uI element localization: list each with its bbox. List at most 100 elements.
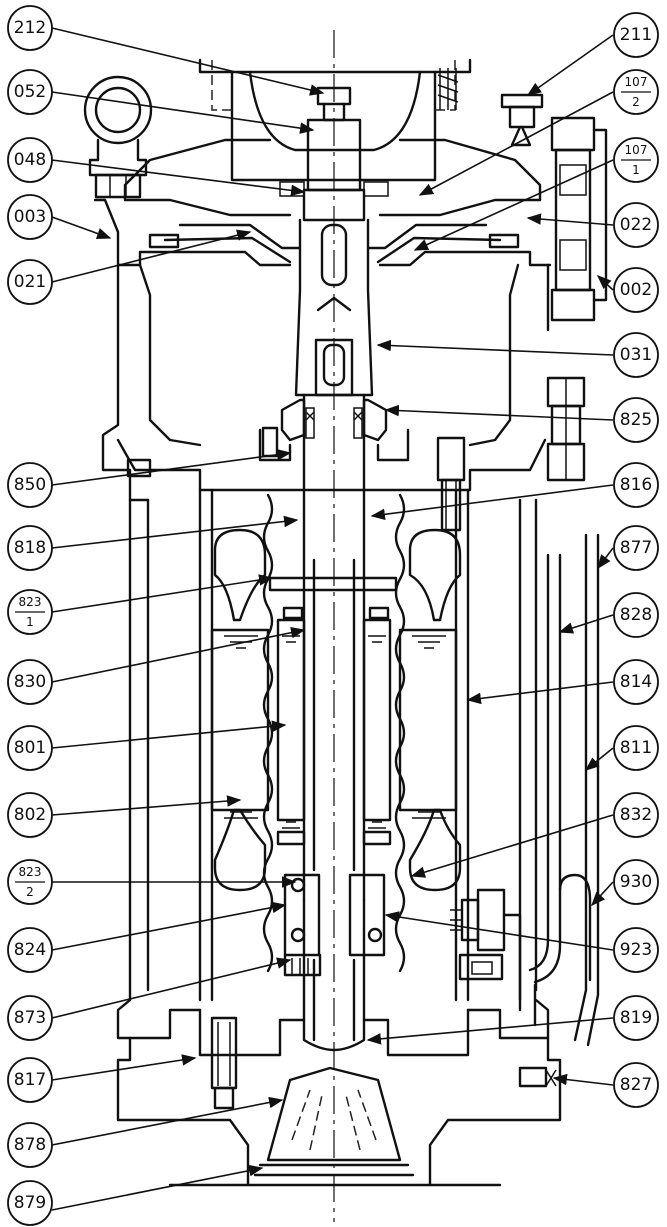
leader-828 bbox=[558, 614, 614, 634]
callout-823-1-numerator: 823 bbox=[19, 595, 42, 609]
leader-212 bbox=[51, 27, 325, 96]
leader-930 bbox=[591, 881, 614, 907]
callout-802: 802 bbox=[7, 792, 53, 838]
callout-828-label: 828 bbox=[620, 605, 652, 625]
stator-windings bbox=[210, 528, 462, 892]
callout-850-label: 850 bbox=[14, 475, 46, 495]
leader-878 bbox=[51, 1096, 284, 1146]
callout-816-label: 816 bbox=[620, 475, 652, 495]
callout-814: 814 bbox=[613, 659, 659, 705]
callout-811-label: 811 bbox=[620, 738, 652, 758]
callout-850: 850 bbox=[7, 462, 53, 508]
leader-lines bbox=[51, 27, 614, 1211]
callout-827: 827 bbox=[613, 1062, 659, 1108]
callout-021: 021 bbox=[7, 259, 53, 305]
cable-tube bbox=[528, 533, 600, 1047]
callout-211-label: 211 bbox=[620, 25, 652, 45]
leader-107-1 bbox=[413, 159, 614, 251]
callout-825-label: 825 bbox=[620, 410, 652, 430]
leader-814 bbox=[466, 681, 614, 705]
callout-811: 811 bbox=[613, 725, 659, 771]
leader-832 bbox=[410, 814, 614, 878]
callout-031: 031 bbox=[613, 332, 659, 378]
leader-817 bbox=[51, 1054, 197, 1081]
motor-casing bbox=[93, 138, 552, 502]
callout-107-2-numerator: 107 bbox=[625, 75, 648, 89]
callout-819-label: 819 bbox=[620, 1008, 652, 1028]
leader-816 bbox=[370, 484, 614, 521]
callout-107-1-numerator: 107 bbox=[625, 143, 648, 157]
callout-022-label: 022 bbox=[620, 215, 652, 235]
callout-830-label: 830 bbox=[14, 672, 46, 692]
callout-819: 819 bbox=[613, 995, 659, 1041]
callout-002-label: 002 bbox=[620, 280, 652, 300]
leader-825 bbox=[384, 404, 614, 421]
callout-814-label: 814 bbox=[620, 672, 652, 692]
callout-212: 212 bbox=[7, 5, 53, 51]
callout-873: 873 bbox=[7, 995, 53, 1041]
callout-824: 824 bbox=[7, 927, 53, 973]
base-housing bbox=[116, 998, 562, 1187]
callout-816: 816 bbox=[613, 462, 659, 508]
callout-107-1: 107 1 bbox=[613, 137, 659, 183]
leader-824 bbox=[51, 901, 287, 951]
callout-823-2-denominator: 2 bbox=[26, 885, 34, 899]
right-flange-bolts bbox=[500, 93, 608, 482]
callout-878: 878 bbox=[7, 1122, 53, 1168]
callout-003-label: 003 bbox=[14, 207, 46, 227]
lifting-eye-bolt bbox=[83, 75, 153, 199]
callout-823-1: 823 1 bbox=[7, 589, 53, 635]
callout-802-label: 802 bbox=[14, 805, 46, 825]
callout-002: 002 bbox=[613, 267, 659, 313]
callout-107-2: 107 2 bbox=[613, 69, 659, 115]
machine-drawing bbox=[83, 30, 608, 1222]
leader-818 bbox=[51, 515, 299, 549]
callout-801: 801 bbox=[7, 725, 53, 771]
callout-879-label: 879 bbox=[14, 1193, 46, 1213]
leader-873 bbox=[51, 957, 292, 1019]
callout-823-1-denominator: 1 bbox=[26, 615, 34, 629]
callout-052-label: 052 bbox=[14, 82, 46, 102]
leader-031 bbox=[376, 339, 614, 356]
impeller-region bbox=[148, 181, 520, 264]
leader-021 bbox=[51, 229, 252, 283]
leader-877 bbox=[597, 547, 614, 570]
leader-923 bbox=[384, 911, 614, 951]
leader-819 bbox=[366, 1017, 614, 1045]
leader-107-2 bbox=[418, 91, 614, 196]
callout-817: 817 bbox=[7, 1057, 53, 1103]
leader-002 bbox=[596, 275, 614, 291]
callout-048: 048 bbox=[7, 137, 53, 183]
callout-832-label: 832 bbox=[620, 805, 652, 825]
callout-877-label: 877 bbox=[620, 538, 652, 558]
callout-817-label: 817 bbox=[14, 1070, 46, 1090]
callout-930: 930 bbox=[613, 859, 659, 905]
callout-823-2: 823 2 bbox=[7, 859, 53, 905]
leader-827 bbox=[552, 1073, 614, 1086]
callout-878-label: 878 bbox=[14, 1135, 46, 1155]
callout-801-label: 801 bbox=[14, 738, 46, 758]
callout-818-label: 818 bbox=[14, 538, 46, 558]
callout-107-1-denominator: 1 bbox=[632, 163, 640, 177]
callout-211: 211 bbox=[613, 12, 659, 58]
callout-052: 052 bbox=[7, 69, 53, 115]
callout-048-label: 048 bbox=[14, 150, 46, 170]
callout-022: 022 bbox=[613, 202, 659, 248]
callout-212-label: 212 bbox=[14, 18, 46, 38]
leader-830 bbox=[51, 626, 306, 683]
callout-828: 828 bbox=[613, 592, 659, 638]
callout-031-label: 031 bbox=[620, 345, 652, 365]
callout-923: 923 bbox=[613, 927, 659, 973]
leader-823-1 bbox=[51, 574, 274, 613]
leader-048 bbox=[51, 159, 306, 197]
callout-107-2-denominator: 2 bbox=[632, 95, 640, 109]
leader-802 bbox=[51, 795, 242, 816]
callout-021-label: 021 bbox=[14, 272, 46, 292]
leader-879 bbox=[51, 1164, 264, 1211]
callout-877: 877 bbox=[613, 525, 659, 571]
callout-825: 825 bbox=[613, 397, 659, 443]
top-housing bbox=[198, 58, 472, 182]
moisture-sensor bbox=[450, 888, 522, 1012]
leader-850 bbox=[51, 449, 292, 486]
